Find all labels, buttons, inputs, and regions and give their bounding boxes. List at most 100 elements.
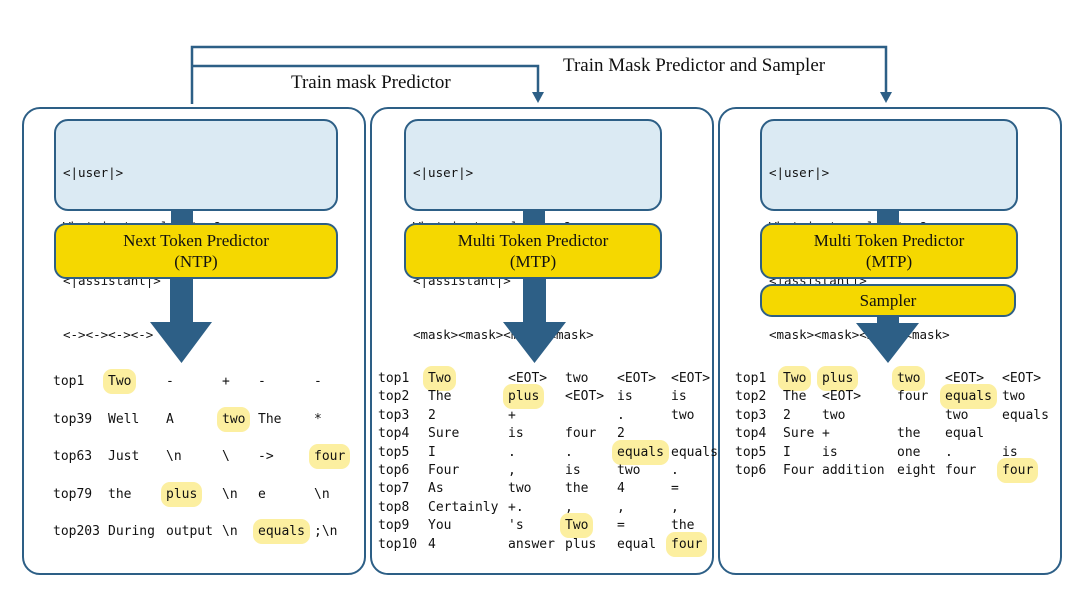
token-cell: , (565, 499, 573, 515)
token-cell: is (671, 389, 687, 405)
token-cell: <EOT> (945, 371, 985, 386)
token-cell: * (314, 411, 322, 427)
token-cell: four (565, 426, 597, 442)
token-cell: plus (164, 484, 200, 504)
token-cell: two (671, 407, 695, 423)
rank-label: top6 (735, 463, 767, 478)
token-cell: 4 (617, 481, 625, 497)
token-cell: e (258, 486, 266, 502)
rank-label: top5 (378, 444, 410, 460)
token-cell: . (508, 444, 516, 460)
token-cell: is (508, 426, 524, 442)
token-cell: ;\n (314, 524, 338, 539)
model-abbrev: (MTP) (865, 252, 913, 271)
token-cell: As (428, 481, 444, 497)
token-cell: Well (108, 411, 140, 427)
token-cell: plus (820, 369, 856, 388)
token-cell: \n (166, 449, 182, 464)
token-cell: two (822, 407, 846, 423)
token-cell: the (108, 486, 132, 502)
token-cell: A (166, 411, 174, 427)
token-cell: Two (563, 516, 591, 536)
token-cell: equals (256, 522, 307, 541)
model-box-ntp: Next Token Predictor (NTP) (54, 223, 338, 279)
token-cell: plus (565, 536, 597, 552)
token-cell: The (783, 389, 807, 405)
rank-label: top3 (735, 407, 767, 423)
prompt-line: <mask><mask><mask><mask> (413, 327, 594, 342)
model-name: Multi Token Predictor (457, 231, 609, 250)
token-cell: Four (428, 463, 460, 478)
token-cell: four (945, 463, 977, 478)
rank-label: top2 (378, 389, 410, 405)
token-cell: four (312, 447, 348, 466)
token-cell: , (508, 463, 516, 478)
token-cell: . (671, 463, 679, 478)
token-cell: = (617, 518, 625, 534)
token-cell: <EOT> (671, 371, 711, 386)
token-cell: output (166, 524, 213, 539)
rank-label: top7 (378, 481, 410, 497)
token-cell: The (258, 411, 282, 427)
connector-bar (877, 210, 899, 226)
token-cell: is (822, 444, 838, 460)
token-cell: . (945, 444, 953, 460)
token-cell: You (428, 518, 452, 534)
sampler-label: Sampler (859, 291, 917, 310)
token-cell: <EOT> (617, 371, 657, 386)
rank-label: top3 (378, 407, 410, 423)
token-cell: Four (783, 463, 815, 478)
token-cell: <EOT> (508, 371, 548, 386)
token-cell: the (565, 481, 589, 497)
token-cell: - (314, 374, 322, 389)
token-cell: 4 (428, 536, 436, 552)
token-cell: + (822, 426, 830, 442)
token-cell: . (565, 444, 573, 460)
token-cell: equals (1002, 407, 1049, 423)
token-cell: - (258, 374, 266, 389)
token-cell: equal (617, 536, 657, 552)
token-cell: , (671, 499, 679, 515)
token-cell: The (428, 389, 452, 405)
prompt-box-ntp: <|user|> What is two plus two? <|assista… (54, 119, 338, 342)
token-cell: plus (506, 387, 542, 407)
prompt-line: <|user|> (413, 165, 474, 180)
token-cell: Two (106, 372, 134, 391)
token-cell: . (617, 407, 625, 423)
token-cell: <EOT> (822, 389, 862, 405)
rank-label: top10 (378, 536, 418, 552)
arrowhead-panel-3 (880, 92, 892, 103)
model-abbrev: (MTP) (509, 252, 557, 271)
prompt-line: <|user|> (63, 165, 124, 180)
model-box-mtp: Multi Token Predictor (MTP) (404, 223, 662, 279)
token-cell: -> (258, 449, 274, 464)
rank-label: top63 (53, 449, 93, 464)
token-cell: \n (222, 524, 238, 539)
token-cell: four (1000, 461, 1036, 480)
token-cell: is (1002, 444, 1018, 460)
token-cell: four (669, 534, 705, 554)
token-cell: equals (943, 387, 994, 407)
rank-label: top1 (735, 371, 767, 386)
prompt-line: <mask><mask><mask><mask> (769, 327, 950, 342)
connector-bar (523, 210, 545, 226)
token-cell: + (222, 374, 230, 389)
rank-label: top8 (378, 499, 410, 515)
token-cell: 2 (428, 407, 436, 423)
sampler-box: Sampler (760, 284, 1016, 317)
token-cell: the (897, 426, 921, 442)
token-cell: equal (945, 426, 985, 442)
arrowhead-panel-2 (532, 92, 544, 103)
rank-label: top39 (53, 411, 93, 427)
token-cell: two (1002, 389, 1026, 405)
train-mask-predictor-label: Train mask Predictor (291, 72, 451, 93)
token-cell: Two (426, 369, 454, 388)
token-cell: is (617, 389, 633, 405)
token-cell: one (897, 444, 921, 460)
train-mask-predictor-and-sampler-label: Train Mask Predictor and Sampler (563, 55, 826, 76)
rank-label: top2 (735, 389, 767, 405)
token-cell: two (508, 481, 532, 497)
token-cell: <EOT> (565, 389, 605, 405)
token-cell: Sure (428, 426, 460, 442)
